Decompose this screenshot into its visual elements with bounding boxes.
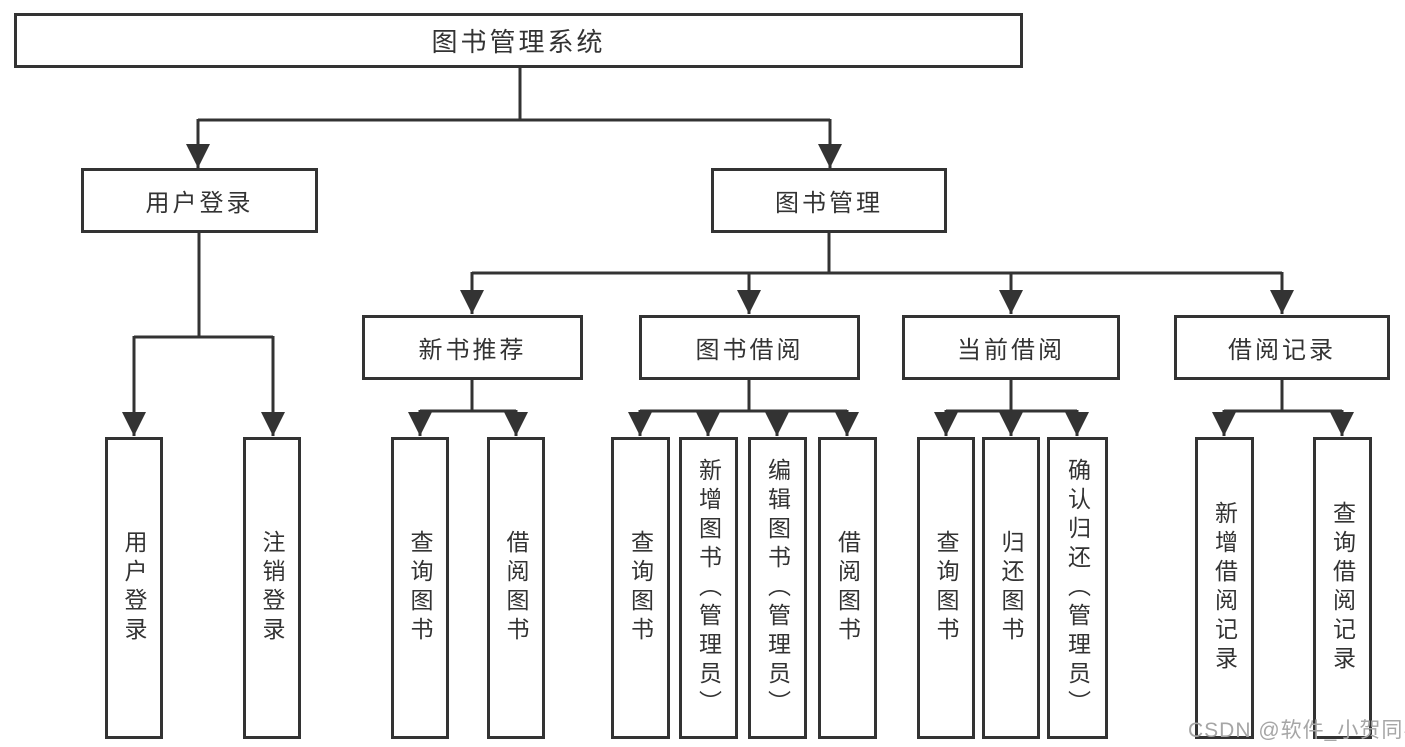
node-book-management: 图书管理 [711,168,947,233]
node-return-book: 归还图书 [982,437,1040,739]
node-logout: 注销登录 [243,437,301,739]
node-borrow-book-recommend: 借阅图书 [487,437,545,739]
node-current-borrowing: 当前借阅 [902,315,1120,380]
node-query-book-recommend: 查询图书 [391,437,449,739]
node-add-borrow-record: 新增借阅记录 [1195,437,1254,739]
node-book-borrowing: 图书借阅 [639,315,860,380]
node-edit-book-admin: 编辑图书（管理员） [748,437,807,739]
node-borrow-book-borrow: 借阅图书 [818,437,877,739]
node-query-borrow-record: 查询借阅记录 [1313,437,1372,739]
node-query-book-borrow: 查询图书 [611,437,670,739]
node-user-login-group: 用户登录 [81,168,318,233]
node-root: 图书管理系统 [14,13,1023,68]
watermark: CSDN @软件_小贺同学 [1188,719,1405,742]
node-borrowing-records: 借阅记录 [1174,315,1390,380]
node-query-book-current: 查询图书 [917,437,975,739]
node-add-book-admin: 新增图书（管理员） [679,437,738,739]
node-new-book-recommend: 新书推荐 [362,315,583,380]
node-confirm-return-admin: 确认归还（管理员） [1047,437,1108,739]
node-user-login: 用户登录 [105,437,163,739]
